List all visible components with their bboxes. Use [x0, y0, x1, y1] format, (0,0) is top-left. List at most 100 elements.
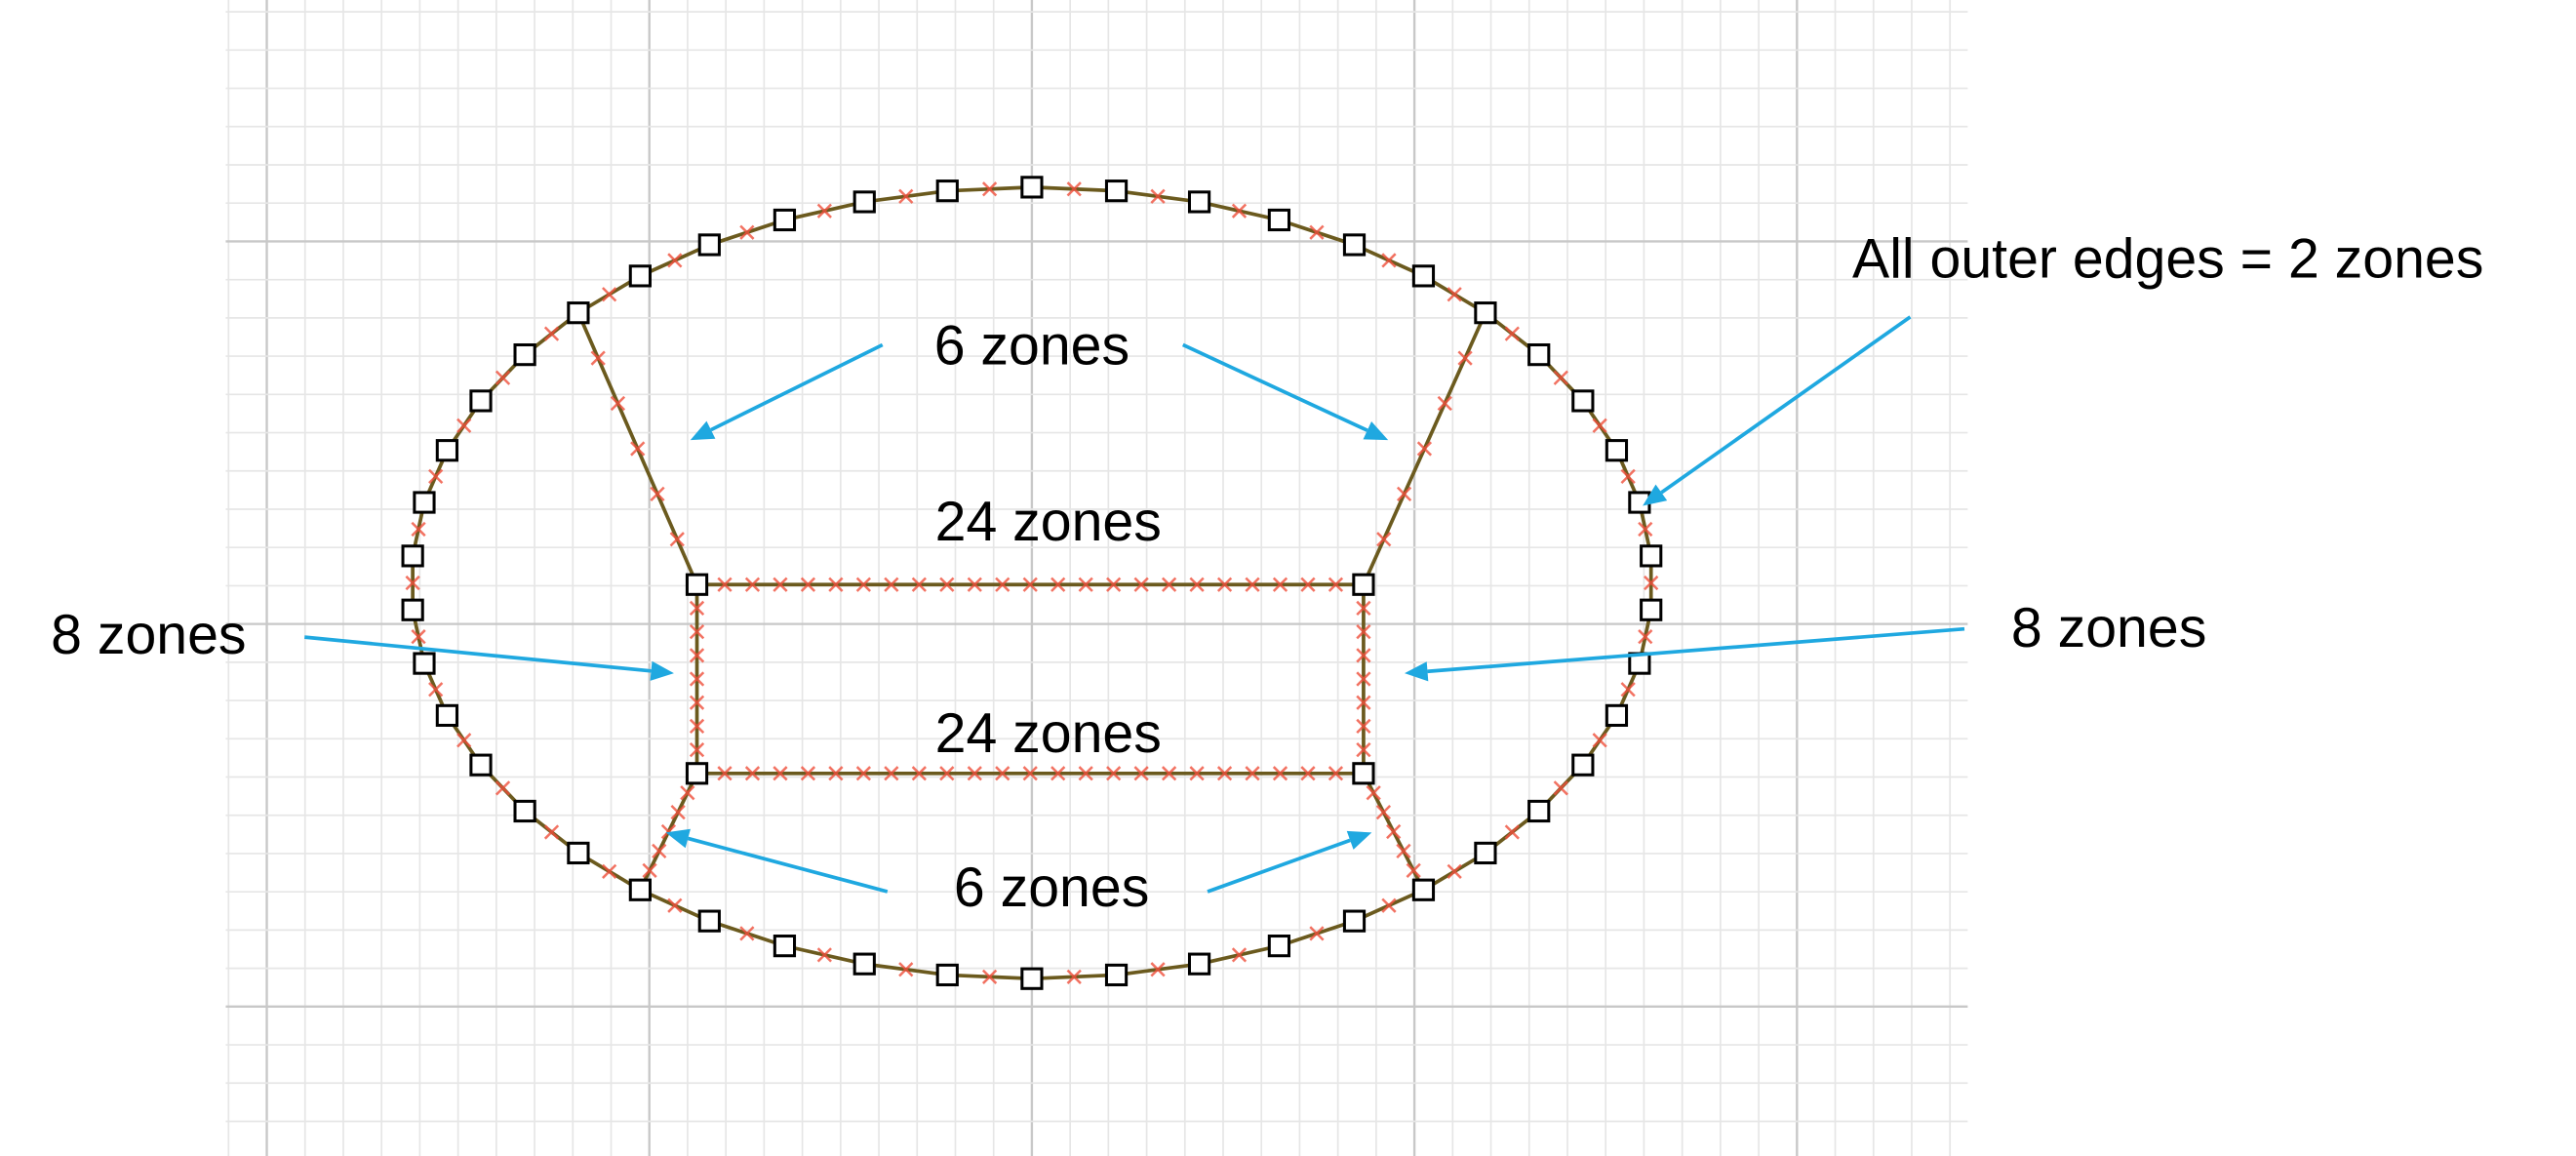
vertex-square: [1527, 799, 1551, 823]
vertex-square: [567, 301, 590, 325]
zone-marker-x: [1050, 766, 1066, 781]
zone-marker-x: [1644, 575, 1659, 591]
vertex-square: [628, 878, 652, 901]
zone-marker-x: [590, 350, 606, 366]
zone-marker-x: [1150, 188, 1166, 204]
zone-marker-x: [1245, 766, 1260, 781]
zone-marker-x: [1133, 766, 1149, 781]
vertex-square: [513, 342, 536, 367]
zone-marker-x: [1375, 804, 1392, 820]
zone-marker-x: [650, 486, 665, 502]
zone-marker-x: [1457, 350, 1473, 366]
zone-marker-x: [995, 766, 1011, 781]
zone-marker-x: [1553, 370, 1568, 385]
vertex-square: [469, 753, 493, 777]
zone-marker-x: [1309, 926, 1325, 941]
vertex-square: [401, 598, 424, 621]
annotation-arrow-line: [710, 342, 884, 432]
vertex-square: [1640, 544, 1663, 568]
zone-marker-x: [411, 629, 426, 645]
zone-marker-x: [739, 224, 755, 240]
vertex-square: [1571, 753, 1595, 777]
zone-marker-x: [1189, 766, 1205, 781]
zone-marker-x: [669, 532, 685, 547]
zone-marker-x: [1078, 577, 1093, 592]
zone-marker-x: [828, 766, 844, 781]
zone-marker-x: [652, 843, 667, 859]
zone-marker-x: [1133, 577, 1149, 592]
zone-marker-x: [689, 648, 705, 663]
zone-marker-x: [1406, 862, 1421, 878]
arrow-head-icon: [1643, 484, 1668, 506]
vertex-square: [1267, 935, 1291, 958]
zone-marker-x: [689, 695, 705, 710]
zone-marker-x: [1447, 287, 1462, 302]
zone-marker-x: [1328, 577, 1344, 592]
zone-marker-x: [855, 577, 872, 592]
arrow-head-icon: [1363, 421, 1389, 441]
annotation-arrow-line: [1207, 838, 1351, 894]
zone-marker-x: [1231, 203, 1248, 219]
zone-marker-x: [1620, 682, 1636, 698]
annotation-arrow-line: [1660, 315, 1912, 495]
vertex-square: [1187, 190, 1211, 214]
vertex-square: [469, 389, 493, 413]
zone-marker-x: [981, 969, 998, 984]
annotation-arrow-line: [1181, 342, 1368, 432]
vertex-square: [1342, 233, 1367, 257]
zone-marker-x: [689, 600, 705, 617]
zone-marker-x: [1356, 648, 1371, 663]
zone-marker-x: [543, 326, 560, 341]
zone-marker-x: [1356, 600, 1371, 617]
zone-marker-x: [1161, 766, 1177, 781]
zone-marker-x: [1416, 441, 1433, 457]
vertex-square: [1187, 952, 1211, 976]
zone-marker-x: [1356, 624, 1371, 640]
zone-marker-x: [744, 577, 761, 592]
zone-marker-x: [981, 181, 998, 197]
zone-marker-x: [939, 766, 955, 781]
zone-marker-x: [411, 521, 426, 538]
vertex-square: [852, 190, 876, 214]
arrow-head-icon: [690, 420, 716, 441]
zone-marker-x: [689, 624, 705, 640]
zone-marker-x: [1381, 253, 1397, 268]
arrow-head-icon: [1346, 830, 1372, 850]
zone-marker-x: [717, 577, 733, 592]
annotation-arrow-line: [1427, 626, 1965, 674]
vertex-square: [1020, 176, 1044, 199]
zone-marker-x: [1638, 629, 1653, 645]
vertex-square: [697, 909, 721, 933]
zone-marker-x: [1437, 395, 1452, 412]
vertex-square: [1411, 878, 1436, 901]
vertex-square: [1267, 208, 1291, 232]
zone-marker-x: [1381, 897, 1397, 913]
zone-marker-x: [670, 804, 686, 820]
vertex-square: [1104, 963, 1129, 987]
label-top-diagonals: 6 zones: [934, 315, 1129, 378]
zone-marker-x: [1272, 766, 1288, 781]
vertex-square: [435, 439, 459, 462]
vertex-square: [1474, 841, 1497, 865]
zone-marker-x: [1216, 577, 1233, 592]
label-bottom-diagonals: 6 zones: [954, 857, 1149, 919]
zone-marker-x: [630, 441, 646, 457]
zone-markers: [405, 181, 1659, 984]
background-grid: [225, 0, 1968, 1156]
zone-marker-x: [405, 575, 420, 591]
zone-marker-x: [800, 766, 816, 781]
zone-marker-x: [1050, 577, 1066, 592]
zone-marker-x: [1161, 577, 1177, 592]
zone-marker-x: [1376, 532, 1392, 547]
vertex-square: [513, 799, 536, 823]
zone-marker-x: [1620, 468, 1636, 484]
zone-marker-x: [1553, 780, 1568, 796]
vertex-square: [567, 841, 590, 865]
zone-marker-x: [911, 577, 927, 592]
zone-marker-x: [680, 785, 695, 801]
zone-marker-x: [689, 718, 705, 735]
zone-marker-x: [602, 287, 617, 302]
zone-marker-x: [773, 577, 788, 592]
zone-marker-x: [1366, 785, 1381, 801]
